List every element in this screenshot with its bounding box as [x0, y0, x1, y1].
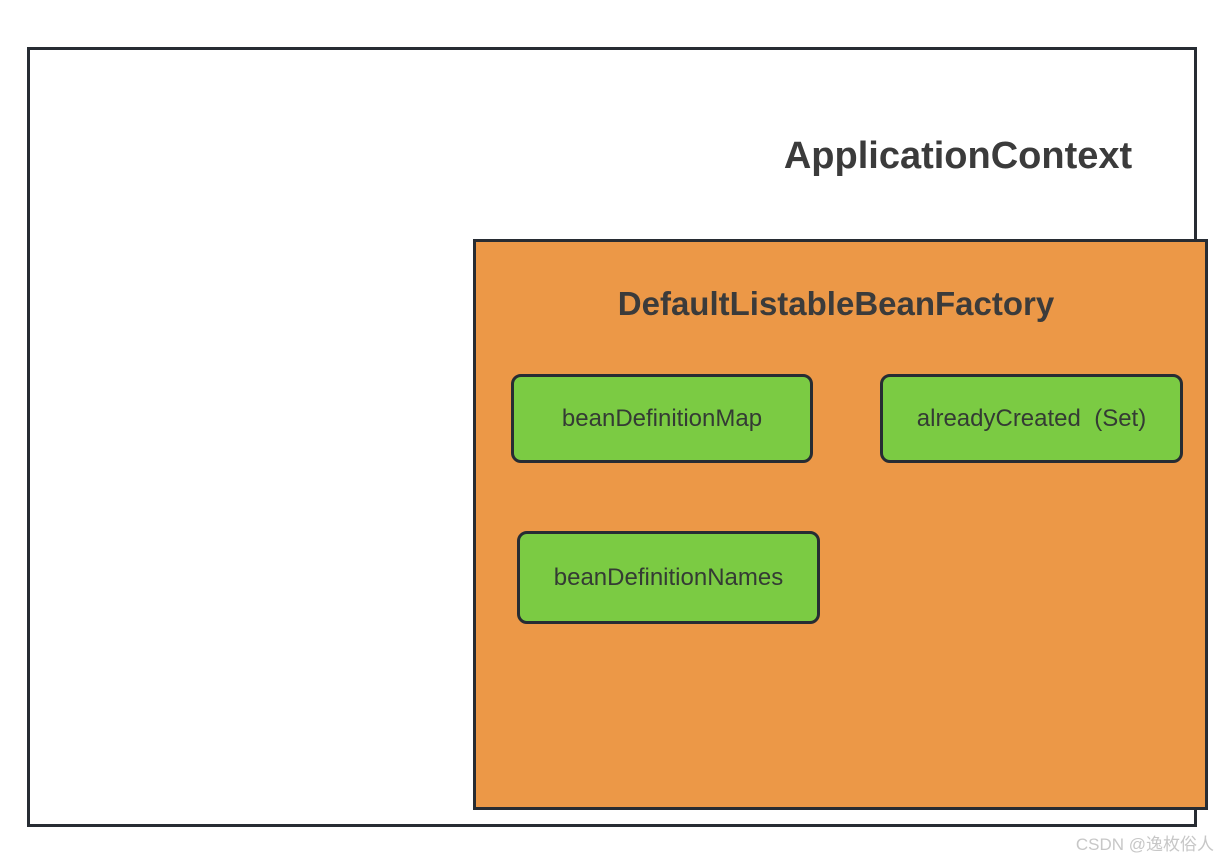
field-bean-definition-map: beanDefinitionMap	[511, 374, 813, 463]
application-context-box: ApplicationContext DefaultListableBeanFa…	[27, 47, 1208, 827]
field-already-created-set: alreadyCreated (Set)	[880, 374, 1183, 463]
bean-factory-title: DefaultListableBeanFactory	[617, 285, 1055, 322]
application-context-title: ApplicationContext	[783, 135, 1133, 177]
bean-factory-box: DefaultListableBeanFactory beanDefinitio…	[473, 239, 1208, 810]
field-bean-definition-map-label: beanDefinitionMap	[561, 404, 763, 432]
field-already-created-set-label: alreadyCreated (Set)	[916, 404, 1147, 432]
field-bean-definition-names: beanDefinitionNames	[517, 531, 820, 624]
watermark: CSDN @逸枚俗人	[1075, 834, 1214, 854]
field-bean-definition-names-label: beanDefinitionNames	[553, 563, 784, 591]
